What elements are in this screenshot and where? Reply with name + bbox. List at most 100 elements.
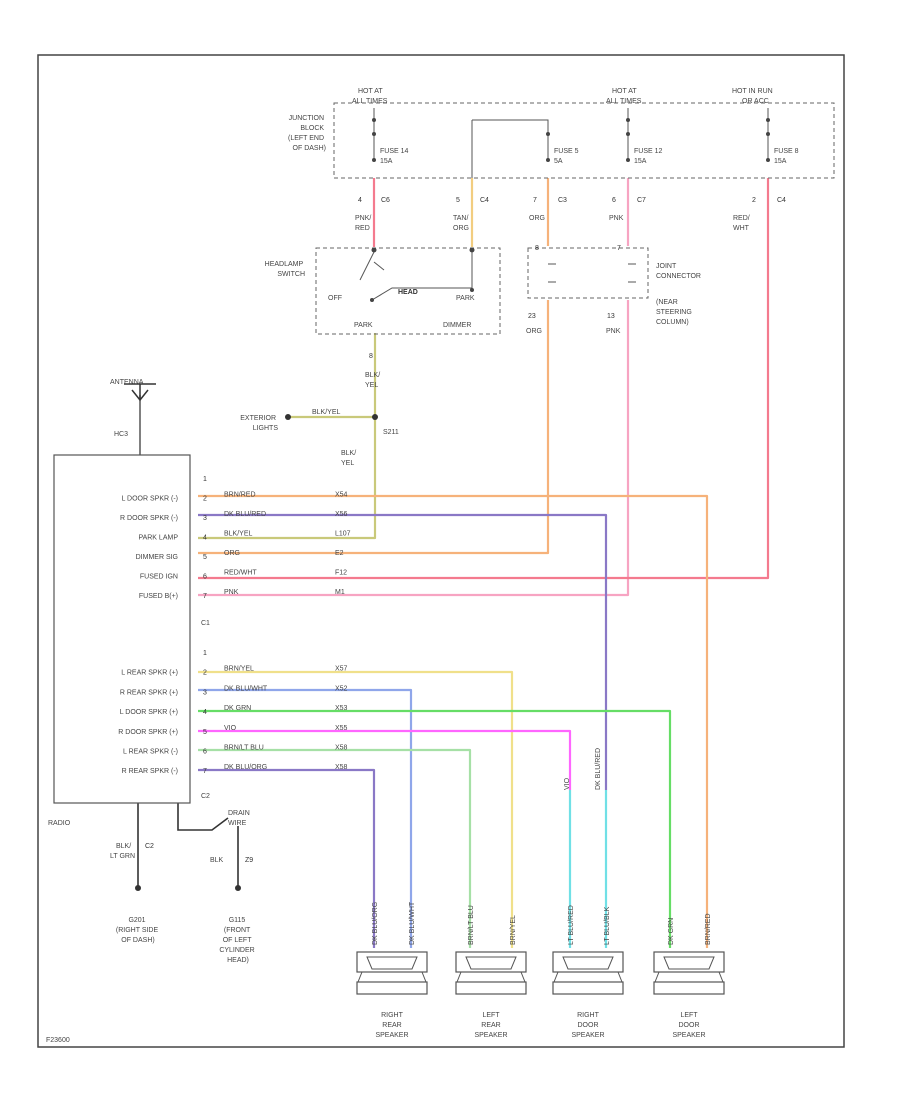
- radio-pin-wire: DK BLU/WHT: [224, 685, 268, 692]
- radio-pin-label: L REAR SPKR (+): [121, 670, 178, 677]
- fuse-8-name: FUSE 8: [774, 148, 799, 155]
- wire-label-red-wht-1: RED/: [733, 215, 750, 222]
- wire-label-red-wht-2: WHT: [733, 225, 750, 232]
- wire-dimmer-org: [198, 178, 550, 555]
- conn-c6: C6: [381, 197, 390, 204]
- speaker-label-line: SPEAKER: [375, 1032, 408, 1039]
- radio-pin-label: L DOOR SPKR (-): [121, 496, 178, 503]
- wire-r-door-neg: [198, 513, 608, 790]
- jc-line-1: JOINT: [656, 263, 677, 270]
- radio-pin-number: 7: [203, 768, 207, 775]
- antenna-conn: HC3: [114, 431, 128, 438]
- antenna-label: ANTENNA: [110, 379, 144, 386]
- radio-pin-wire: ORG: [224, 550, 240, 557]
- speaker-frame: [654, 971, 724, 983]
- hs-out-wire-1: BLK/: [365, 372, 380, 379]
- radio-pin-label: R REAR SPKR (+): [120, 689, 178, 696]
- wire-label-org-a: ORG: [453, 225, 469, 232]
- hs-out-pin: 8: [369, 353, 373, 360]
- radio-pin-label: R REAR SPKR (-): [122, 768, 178, 775]
- gnd2-loc-4: CYLINDER: [219, 947, 254, 954]
- jc-right-pin: 13: [607, 313, 615, 320]
- gnd1-location: G201 (RIGHT SIDE OF DASH): [116, 917, 160, 944]
- speaker-wire-label: BRN/RED: [705, 913, 712, 945]
- wire-label-pnk-b: PNK: [609, 215, 624, 222]
- jb-line-1: JUNCTION: [289, 115, 324, 122]
- headlamp-switch-outline: [315, 247, 501, 335]
- radio-pin-number: 6: [203, 749, 207, 756]
- radio-pin-label: PARK LAMP: [138, 535, 178, 542]
- radio-pin-number: 1: [203, 476, 207, 483]
- radio-pin-label: R DOOR SPKR (-): [120, 515, 178, 522]
- hot-in-run: HOT IN RUN OR ACC: [732, 88, 775, 105]
- hs-line-2: SWITCH: [277, 271, 305, 278]
- speaker-magnet: [552, 981, 624, 995]
- fuse-8-amps: 15A: [774, 158, 787, 165]
- wire-l-door-neg: [198, 494, 709, 948]
- radio-pin-label: L DOOR SPKR (+): [120, 709, 178, 716]
- exterior-lights: EXTERIOR LIGHTS BLK/YEL S211 BLK/ YEL: [240, 409, 399, 467]
- speaker-wire-label: DK BLU/ORG: [372, 902, 379, 945]
- gnd2-conn: Z9: [245, 857, 253, 864]
- wire-l-rear-neg: [198, 748, 472, 948]
- jb-line-3: (LEFT END: [288, 135, 324, 142]
- wire-c2-drain: [177, 803, 229, 831]
- gnd2-location: G115 (FRONT OF LEFT CYLINDER HEAD): [219, 917, 256, 964]
- splice-s211: S211: [383, 429, 399, 436]
- hs-out-wire-2: YEL: [365, 382, 378, 389]
- radio-pin-label: DIMMER SIG: [136, 554, 178, 561]
- wire-label-tan: TAN/: [453, 215, 468, 222]
- radio-pin-label: L REAR SPKR (-): [123, 749, 178, 756]
- drain-wire-label: DRAIN WIRE: [228, 810, 252, 827]
- gnd1-wire-2: LT GRN: [110, 853, 135, 860]
- radio-pin-circuit: X55: [335, 725, 348, 732]
- speaker-wire-label: LT BLU/RED: [568, 905, 575, 945]
- gnd2-wire: BLK: [210, 857, 224, 864]
- speaker-label-line: DOOR: [578, 1022, 599, 1029]
- ext-wire-1: BLK/: [341, 450, 356, 457]
- radio-pin-circuit: X57: [335, 666, 348, 673]
- radio-pin-label: R DOOR SPKR (+): [118, 729, 178, 736]
- radio-pin-circuit: X54: [335, 492, 348, 499]
- wire-label-red: RED: [355, 225, 370, 232]
- fuse-8: FUSE 8 15A: [766, 108, 799, 165]
- speaker-cone: [366, 956, 418, 970]
- gnd1-loc-1: G201: [128, 917, 145, 924]
- pin-c4-2: 2: [752, 197, 756, 204]
- pin-c3-7: 7: [533, 197, 537, 204]
- speaker-label-line: REAR: [382, 1022, 401, 1029]
- radio-pin-wire: BRN/RED: [224, 492, 256, 499]
- gnd1-loc-2: (RIGHT SIDE: [116, 927, 159, 934]
- hs-off: OFF: [328, 295, 342, 302]
- speaker-wire-label: LT BLU/BLK: [604, 906, 611, 945]
- joint-connector: 8 7 JOINT CONNECTOR (NEAR STEERING COLUM…: [526, 245, 701, 335]
- speaker-wire-label: DK GRN: [668, 918, 675, 945]
- speaker-frame: [456, 971, 526, 983]
- radio-body: [53, 454, 191, 804]
- fuse-box: JUNCTION BLOCK (LEFT END OF DASH) HOT AT…: [288, 88, 835, 232]
- radio-pin-circuit: E2: [335, 550, 344, 557]
- gnd1-wire-1: BLK/: [116, 843, 131, 850]
- radio-pin-wire: BRN/LT BLU: [224, 745, 264, 752]
- speaker-cone: [562, 956, 614, 970]
- wire-r-rear-pos: [198, 688, 413, 948]
- radio-pin-row: 1: [203, 476, 207, 483]
- wire-label-pnk: PNK/: [355, 215, 371, 222]
- fuse-12: FUSE 12 15A: [626, 108, 663, 165]
- conn-c4-a: C4: [480, 197, 489, 204]
- jc-line-2: CONNECTOR: [656, 273, 701, 280]
- vlabel-vio: VIO: [564, 777, 571, 790]
- speaker-wire-label: BRN/YEL: [510, 915, 517, 945]
- antenna: ANTENNA HC3: [110, 379, 156, 438]
- junction-block-label: JUNCTION BLOCK (LEFT END OF DASH): [288, 115, 326, 152]
- radio-pin-circuit: X53: [335, 705, 348, 712]
